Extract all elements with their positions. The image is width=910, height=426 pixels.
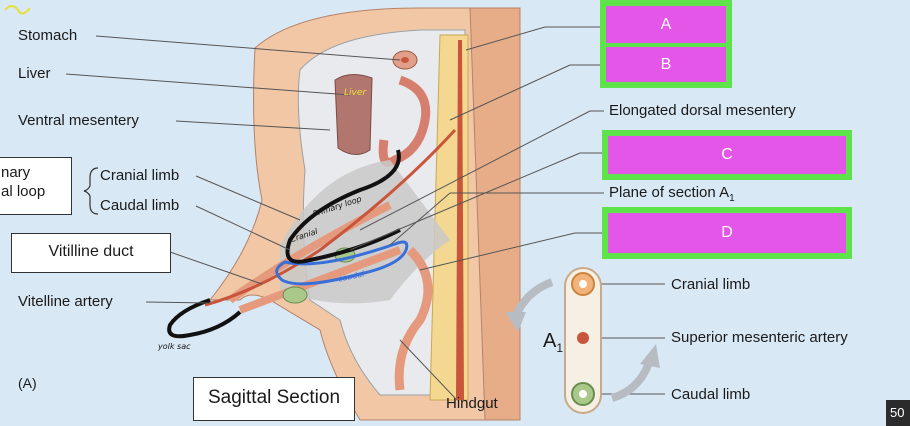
label-ventral-mesentery: Ventral mesentery (18, 112, 139, 129)
handwriting-yolk-sac: yolk sac (158, 342, 191, 351)
handdrawn-black-loop (285, 149, 401, 264)
label-elongated-dorsal-mesentery: Elongated dorsal mesentery (609, 102, 796, 119)
label-superior-mesenteric-artery: Superior mesenteric artery (671, 329, 848, 346)
midgut-loop-caudal (238, 246, 402, 314)
mesentery-sheet (280, 160, 450, 304)
label-panel-a: (A) (18, 375, 37, 391)
superior-mesenteric-artery (204, 128, 457, 307)
label-cranial-limb: Cranial limb (100, 167, 180, 184)
label-liver: Liver (18, 65, 51, 82)
mask-box-a[interactable]: A (600, 0, 732, 46)
label-sagittal-section: Sagittal Section (193, 377, 355, 421)
corner-page-number: 50 (886, 400, 910, 426)
label-hindgut: Hindgut (446, 395, 498, 412)
rotation-arrow-lower (610, 358, 654, 402)
inset-artery-circle (577, 332, 589, 344)
label-plane-of-section: Plane of section A1 (609, 184, 735, 204)
handdrawn-scribble (4, 5, 31, 15)
handwriting-liver: Liver (344, 88, 367, 98)
vitelline-duct-bulb (282, 286, 308, 304)
mask-box-b[interactable]: B (600, 44, 732, 88)
aorta (456, 40, 464, 400)
gut-tube (378, 75, 431, 167)
midgut-loop-cranial (227, 201, 392, 304)
label-primary-intestinal-loop: nary al loop (0, 157, 72, 215)
handdrawn-blue-loop (275, 240, 409, 286)
limb-brace (83, 167, 99, 215)
label-inset-cranial-limb: Cranial limb (671, 276, 751, 293)
label-a1: A1 (543, 330, 564, 355)
label-vitelline-artery: Vitelline artery (18, 293, 113, 310)
hindgut-tube (394, 246, 433, 391)
label-vitilline-duct: Vitilline duct (11, 233, 171, 273)
label-stomach: Stomach (18, 27, 78, 44)
label-inset-caudal-limb: Caudal limb (671, 386, 751, 403)
body-wall-rim (469, 7, 521, 421)
mask-box-d[interactable]: D (602, 207, 852, 259)
label-caudal-limb: Caudal limb (100, 197, 180, 214)
mask-box-c[interactable]: C (602, 130, 852, 180)
